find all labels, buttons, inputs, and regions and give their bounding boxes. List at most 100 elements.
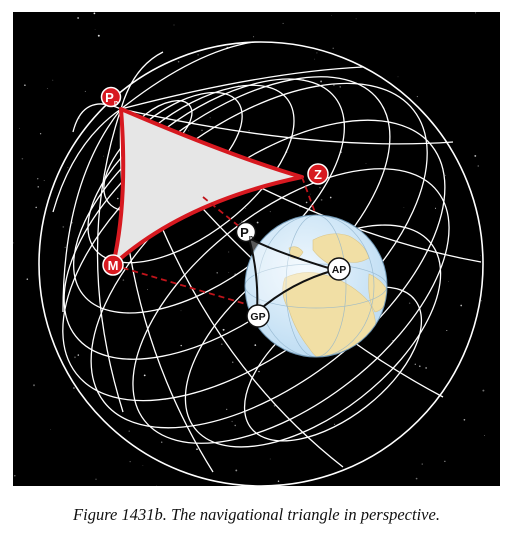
pn-inner-circle (235, 221, 257, 243)
star (425, 367, 427, 369)
star (222, 328, 225, 331)
star (143, 374, 146, 377)
star (216, 272, 218, 274)
star (197, 54, 199, 56)
star (196, 448, 198, 451)
star (72, 387, 75, 389)
star (463, 418, 466, 421)
meridian (120, 108, 454, 145)
star (147, 289, 148, 290)
star (314, 58, 316, 60)
star (446, 329, 448, 332)
star (240, 220, 243, 222)
projection-line-m (112, 264, 257, 308)
star (188, 130, 189, 132)
sphere-outline (38, 41, 484, 486)
star (254, 344, 257, 346)
star (444, 460, 446, 462)
m-marker: M (102, 254, 124, 276)
star (33, 384, 35, 387)
star (97, 34, 100, 37)
star (253, 36, 255, 38)
star (460, 304, 463, 307)
star (248, 130, 250, 132)
figure-caption: Figure 1431b. The navigational triangle … (73, 505, 440, 524)
star (245, 208, 247, 209)
star (14, 475, 16, 477)
star (479, 255, 481, 257)
star (408, 302, 411, 304)
star (94, 29, 96, 31)
star (19, 127, 20, 129)
zenith-circle (307, 163, 329, 185)
star (475, 12, 477, 14)
star (37, 178, 39, 180)
star (180, 310, 182, 312)
earth-outline (244, 214, 388, 358)
star (415, 477, 418, 480)
meridian (120, 66, 364, 110)
star (365, 163, 367, 165)
pn-inner-marker: P n (235, 221, 257, 243)
star (331, 15, 333, 17)
meridian (62, 108, 122, 313)
projection-line-zenith (301, 176, 336, 268)
star (319, 187, 321, 189)
star (77, 17, 79, 19)
star (64, 246, 66, 248)
star (484, 435, 485, 436)
star (480, 300, 482, 302)
meridian (52, 108, 122, 213)
star (320, 80, 323, 83)
star (231, 420, 233, 423)
gp-label: GP (250, 311, 265, 323)
star (269, 458, 271, 460)
ap-label: AP (332, 264, 347, 276)
gp-marker: GP (246, 304, 270, 328)
star (232, 361, 234, 363)
star (24, 84, 26, 86)
star (282, 22, 284, 24)
pn-inner-subscript: n (249, 235, 253, 242)
star (339, 86, 341, 88)
star (392, 340, 394, 341)
pn-inner-label: P (240, 225, 249, 240)
star (414, 363, 416, 365)
star (445, 174, 447, 176)
star (50, 429, 51, 430)
star (421, 463, 423, 465)
meridian (96, 108, 124, 413)
celestial-triangle (111, 107, 304, 267)
star (13, 242, 14, 244)
pn-outer-label: P (105, 90, 114, 105)
star (277, 480, 280, 482)
m-label: M (108, 258, 119, 273)
star (273, 404, 276, 407)
star (256, 221, 259, 224)
star (333, 84, 335, 86)
star (156, 484, 157, 486)
gp-circle (246, 304, 270, 328)
star (39, 133, 42, 135)
pn-outer-circle (100, 86, 122, 108)
star (228, 272, 230, 273)
star (26, 278, 29, 280)
star (305, 201, 308, 204)
latitude-circle (132, 168, 450, 444)
star (52, 79, 54, 81)
star (258, 370, 260, 373)
zenith-marker: Z (307, 163, 329, 185)
star (226, 408, 228, 411)
star (209, 117, 211, 119)
meridian (120, 51, 164, 110)
star (173, 24, 175, 26)
star (316, 52, 318, 54)
star (122, 279, 125, 281)
meridian (119, 108, 214, 473)
star (201, 129, 203, 131)
meridian (120, 41, 254, 110)
star (220, 343, 223, 346)
star (474, 154, 477, 157)
star (416, 96, 418, 98)
star (103, 155, 105, 157)
